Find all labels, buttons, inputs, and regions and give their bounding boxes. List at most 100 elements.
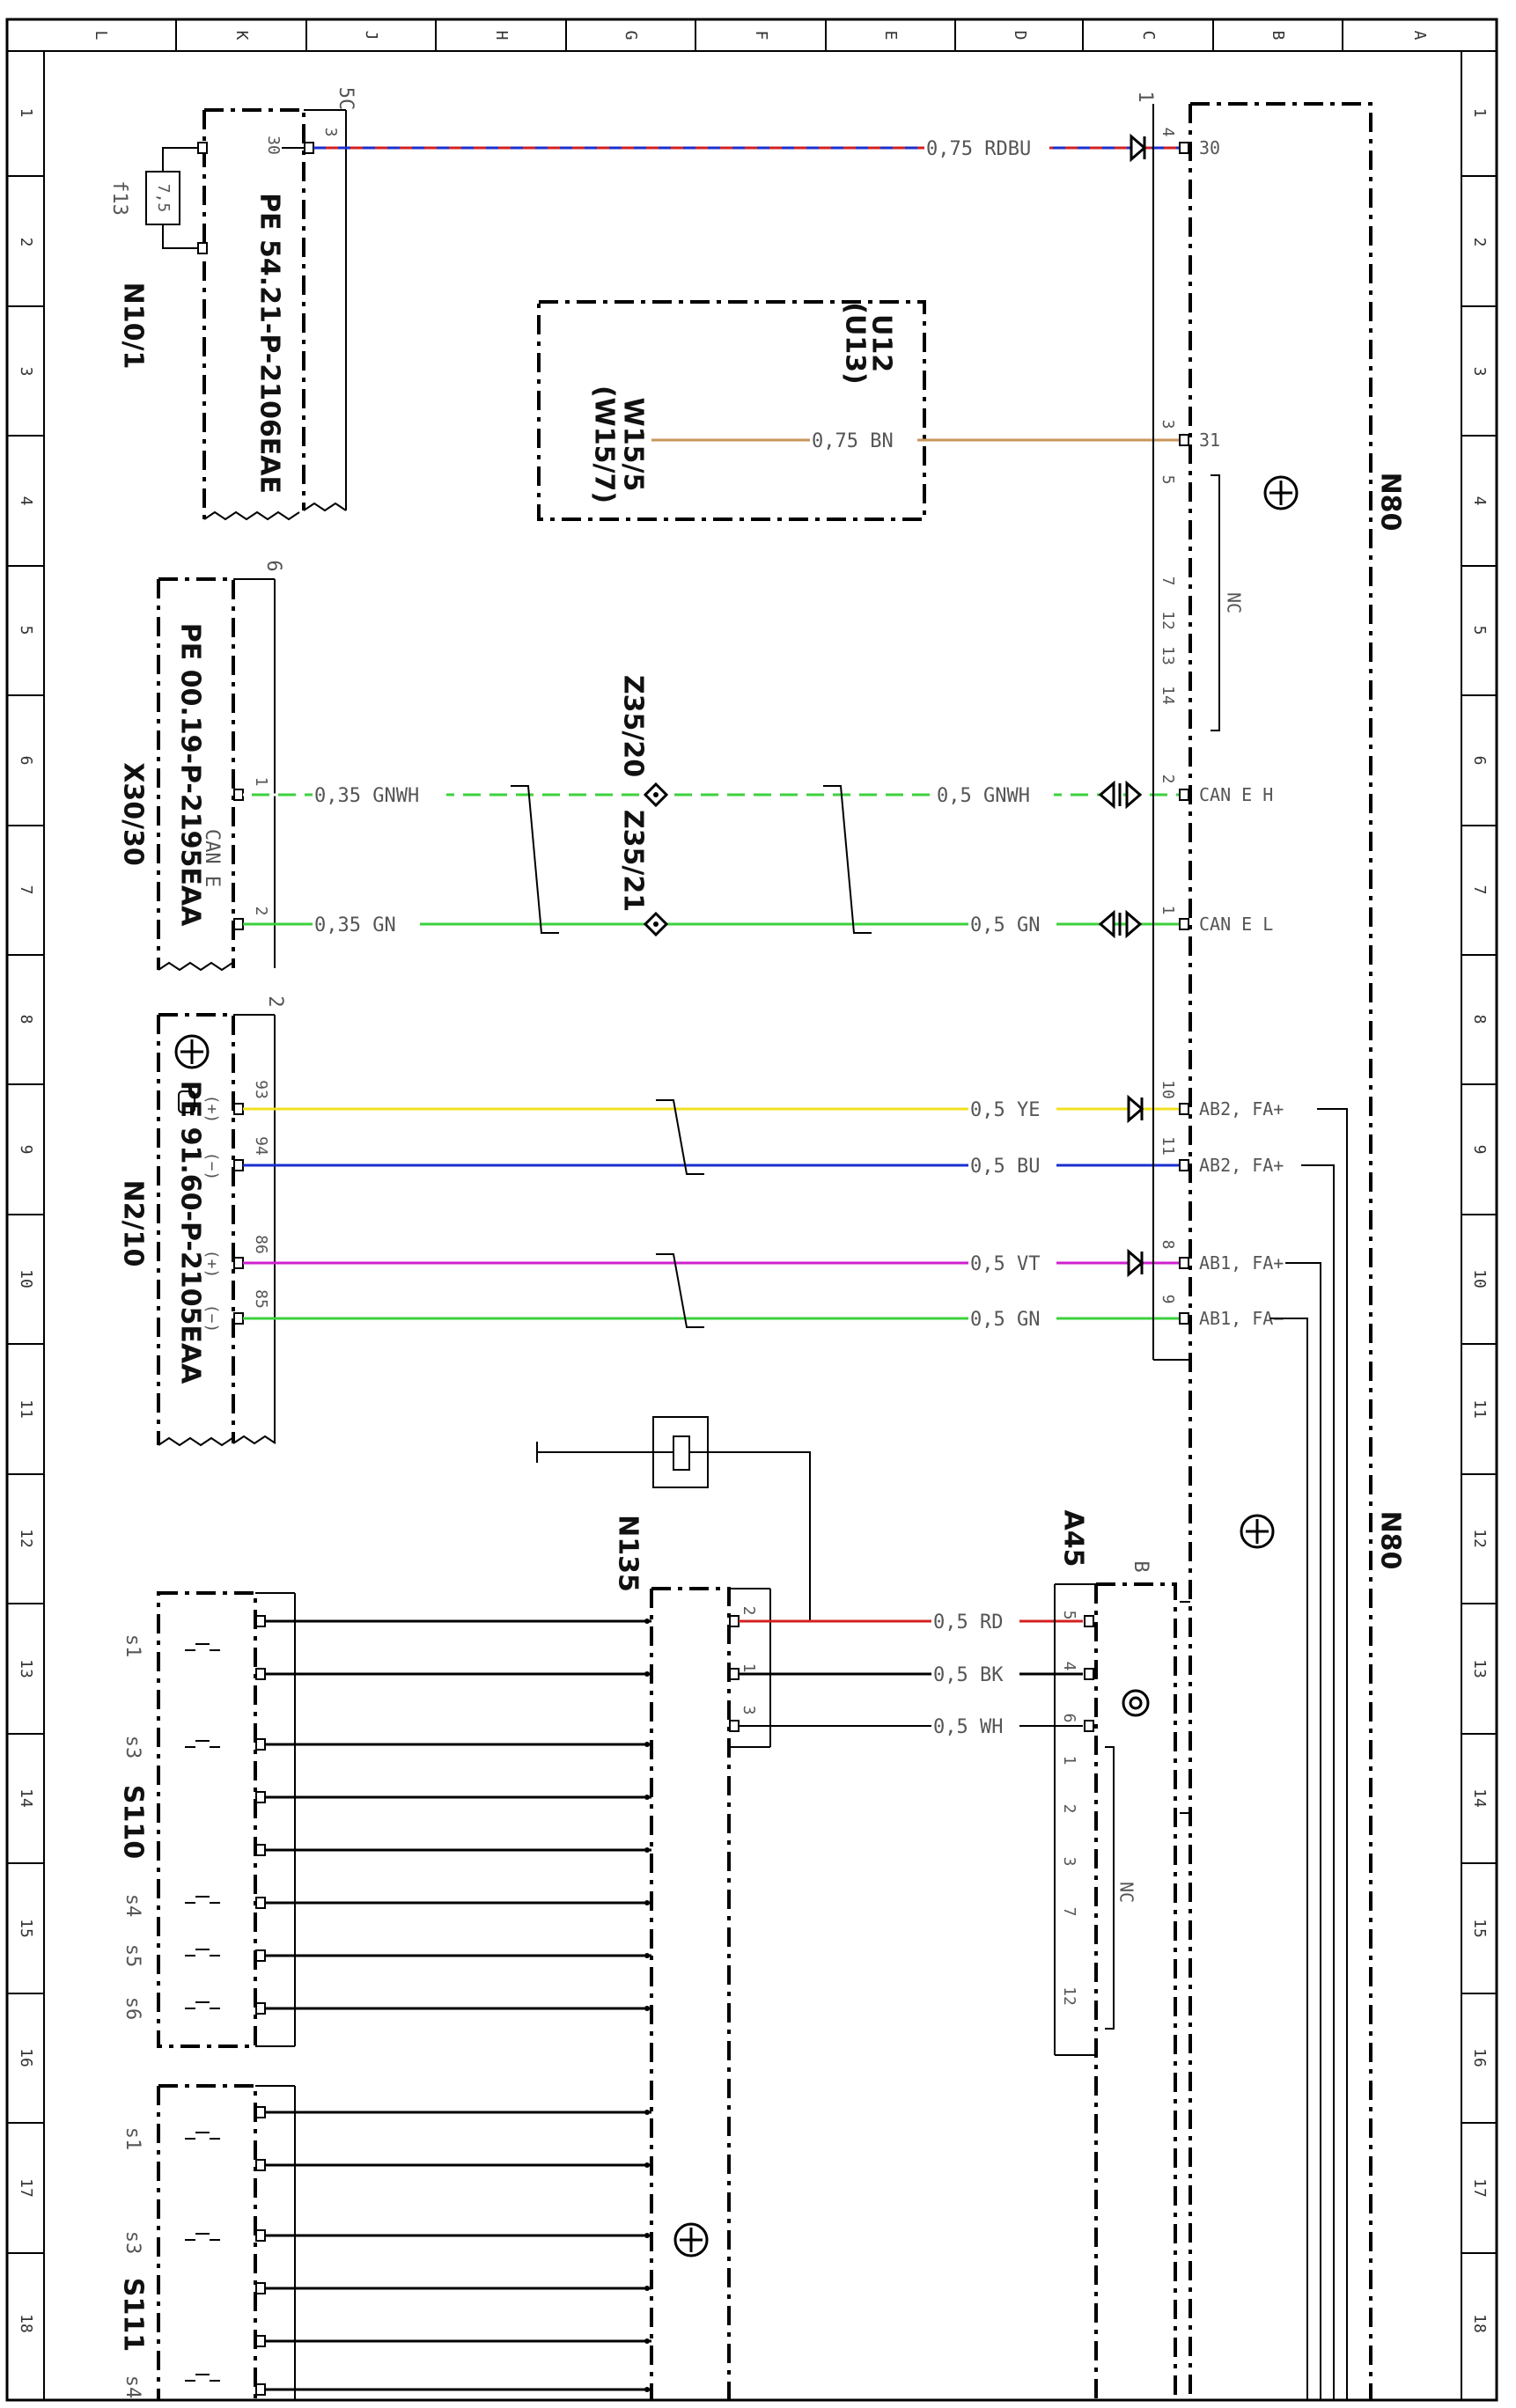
row-label: 2 — [1470, 238, 1489, 247]
component-label-u12: U12 — [866, 314, 897, 372]
row-label: 15 — [17, 1919, 35, 1938]
wire-rdbu[interactable]: 0,75 RDBU — [313, 134, 1180, 162]
switch-label: s1 — [121, 1634, 144, 1658]
pin-number: 9 — [1159, 1295, 1177, 1304]
row-labels: 1 2 3 4 5 6 7 8 9 10 11 12 13 14 15 16 1… — [17, 108, 1489, 2333]
component-s110[interactable]: S110 s1 s3 s4 s5 s6 — [118, 1591, 652, 2048]
wire-label: 0,35 GN — [314, 914, 396, 936]
component-label-w15-5: W15/5 — [618, 398, 649, 492]
component-label-x30-30: X30/30 — [118, 762, 149, 866]
wire-bn[interactable]: 0,75 BN — [651, 426, 1180, 454]
component-label-n80: N80 — [1375, 473, 1406, 532]
row-label: 16 — [17, 2048, 35, 2067]
wire-ye[interactable]: 0,5 YE — [243, 1095, 1180, 1123]
pin-number: 5 — [1159, 475, 1177, 485]
pin-polarity: (+) — [202, 1095, 221, 1124]
doc-reference[interactable]: PE 00.19-P-2195EAA — [175, 623, 206, 927]
row-label: 9 — [1470, 1145, 1489, 1155]
row-label: 3 — [1470, 367, 1489, 377]
pin-number: 4 — [1159, 128, 1177, 137]
row-label: 18 — [17, 2314, 35, 2333]
row-label: 17 — [1470, 2178, 1489, 2198]
row-label: 12 — [17, 1529, 35, 1548]
wire-label: 0,75 BN — [812, 430, 894, 452]
hand-pointer-icon — [178, 1090, 195, 1113]
pin-polarity: (+) — [202, 1250, 221, 1279]
pin-number: 94 — [252, 1136, 270, 1156]
pin-number: 6 — [1060, 1714, 1078, 1723]
pin-number: 2 — [740, 1606, 758, 1616]
component-label-n135: N135 — [613, 1515, 644, 1592]
ref-number: B — [1130, 1560, 1152, 1572]
switch-label: s4 — [121, 2375, 144, 2399]
row-label: 4 — [1470, 496, 1489, 506]
wire-wh[interactable]: 0,5 WH — [739, 1712, 1083, 1740]
pin-number: 85 — [252, 1289, 270, 1309]
col-label: B — [1269, 31, 1287, 40]
bus-label: CAN E — [201, 829, 223, 887]
switch-label: s4 — [121, 1894, 144, 1918]
component-alt-label: (U13) — [840, 302, 871, 385]
row-label: 18 — [1470, 2314, 1489, 2333]
pin-label: 31 — [1199, 429, 1220, 451]
splice-label: Z35/21 — [618, 810, 649, 912]
row-label: 15 — [1470, 1919, 1489, 1938]
pin-number: 1 — [740, 1663, 758, 1673]
wire-label: 0,5 GN — [970, 914, 1040, 936]
col-label: H — [492, 31, 511, 40]
component-n10-1[interactable]: 7,5 f13 N10/1 PE 54.21-P-2106EAE 5C 3 30 — [108, 87, 357, 521]
component-label-a45: A45 — [1058, 1510, 1089, 1567]
col-label: G — [622, 31, 640, 40]
row-label: 3 — [17, 367, 35, 377]
wire-label: 0,5 VT — [970, 1253, 1040, 1275]
s110-outputs — [255, 1615, 651, 2015]
component-a45[interactable]: A45 B 5 4 6 1 2 3 7 12 NC — [1054, 1510, 1177, 2400]
doc-reference[interactable]: PE 54.21-P-2106EAE — [254, 193, 285, 494]
pin-number: 1 — [1060, 1756, 1078, 1766]
pin-number: 30 — [264, 136, 283, 155]
ref-number: 2 — [264, 995, 286, 1007]
component-label-n2-10: N2/10 — [118, 1180, 149, 1267]
row-label: 16 — [1470, 2048, 1489, 2067]
row-label: 14 — [1470, 1788, 1489, 1808]
wire-vt[interactable]: 0,5 VT — [243, 1249, 1180, 1277]
pin-number: 3 — [1060, 1857, 1078, 1867]
row-label: 11 — [1470, 1399, 1489, 1419]
component-label-n10-1: N10/1 — [118, 283, 149, 370]
component-n2-10[interactable]: 2 PE 91.60-P-2105EAA N2/10 93 94 86 85 (… — [118, 995, 287, 1447]
pin-label: AB2, FA+ — [1199, 1098, 1284, 1120]
wire-gn[interactable]: 0,35 GN 0,5 GN — [243, 910, 1180, 938]
component-n80[interactable]: 1 N80 N80 4 3 5 7 12 13 14 2 1 10 11 8 9 — [1134, 91, 1406, 2400]
pin-number: 3 — [1159, 420, 1177, 429]
wire-rd[interactable]: 0,5 RD — [739, 1607, 1083, 1635]
wire-bu[interactable]: 0,5 BU — [243, 1151, 1180, 1179]
wire-label: 0,5 GNWH — [937, 785, 1030, 807]
splice-label: Z35/20 — [618, 675, 649, 777]
row-label: 12 — [1470, 1529, 1489, 1548]
nc-label: NC — [1116, 1882, 1137, 1903]
component-u12[interactable]: U12 (U13) W15/5 (W15/7) — [537, 300, 926, 521]
row-label: 13 — [17, 1659, 35, 1678]
switch-label: s3 — [121, 1736, 144, 1759]
wire-bk[interactable]: 0,5 BK — [739, 1660, 1083, 1688]
row-label: 8 — [17, 1015, 35, 1024]
twisted-pair-mark — [823, 785, 872, 934]
col-label: F — [752, 31, 770, 40]
component-x30-30[interactable]: 6 PE 00.19-P-2195EAA X30/30 CAN E 1 2 — [118, 560, 285, 972]
pin-number: 1 — [1159, 906, 1177, 915]
ref-number: 6 — [262, 560, 284, 571]
component-s111[interactable]: S111 s1 s3 s4 — [118, 2084, 652, 2400]
wire-gn2[interactable]: 0,5 GN — [243, 1304, 1180, 1332]
row-label: 5 — [1470, 626, 1489, 635]
connector-arrows — [1098, 133, 1147, 1278]
row-label: 7 — [17, 885, 35, 895]
ref-number: 5C — [335, 87, 357, 111]
pin-label: 30 — [1199, 137, 1220, 158]
component-n135[interactable]: N135 2 1 3 — [536, 1416, 811, 2400]
wire-gnwh[interactable]: 0,35 GNWH 0,5 GNWH — [243, 781, 1180, 809]
row-label: 8 — [1470, 1015, 1489, 1024]
component-alt-label: (W15/7) — [589, 385, 620, 503]
col-label: L — [92, 31, 110, 40]
doc-reference[interactable]: PE 91.60-P-2105EAA — [175, 1081, 206, 1384]
